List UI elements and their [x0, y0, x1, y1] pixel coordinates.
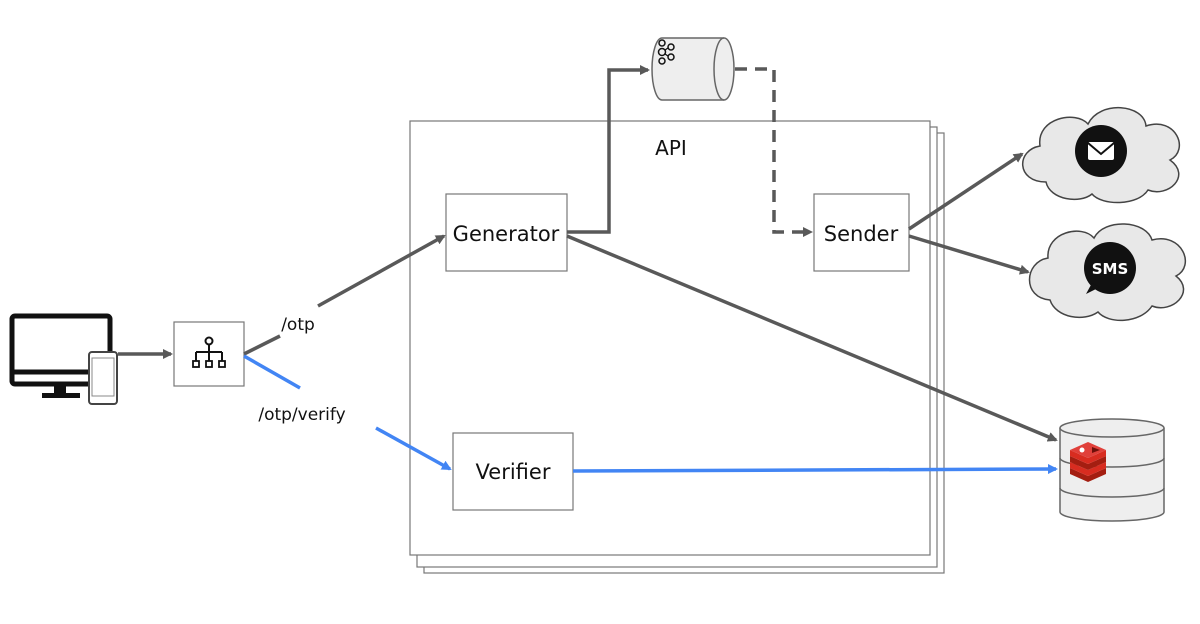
blue-flows	[243, 354, 1058, 475]
generator-to-redis-arrow	[566, 234, 1058, 442]
desktop-and-phone-icon	[9, 313, 118, 405]
gray-flows	[118, 65, 1058, 442]
sender-to-sms-arrow	[908, 234, 1030, 275]
verifier-to-redis-arrow	[572, 464, 1058, 475]
lb-to-verifier-arrow-head	[375, 426, 452, 471]
load-balancer-icon	[173, 321, 245, 387]
lb-to-generator-arrow	[243, 334, 281, 356]
queue-to-sender-arrow	[735, 67, 813, 237]
redis-database-icon	[1059, 418, 1165, 522]
lb-to-generator-arrow-head	[317, 234, 446, 308]
sender-label: Sender	[824, 222, 899, 246]
generator-to-queue-arrow	[567, 65, 650, 234]
generator-node: Generator	[445, 193, 568, 272]
sms-cloud-icon: SMS	[1028, 223, 1187, 322]
generator-label: Generator	[453, 222, 560, 246]
kafka-queue-icon	[651, 37, 735, 101]
otp-route-label: /otp	[281, 315, 315, 335]
otp-verify-route-label: /otp/verify	[258, 405, 345, 425]
api-label: API	[655, 136, 687, 160]
lb-to-verifier-arrow	[243, 354, 301, 390]
sender-node: Sender	[813, 193, 910, 272]
verifier-node: Verifier	[452, 432, 574, 511]
sms-glyph-text: SMS	[1092, 260, 1129, 278]
email-cloud-icon	[1022, 107, 1181, 204]
redis-logo	[1070, 442, 1106, 482]
verifier-label: Verifier	[476, 460, 551, 484]
sender-to-email-arrow	[908, 152, 1024, 231]
